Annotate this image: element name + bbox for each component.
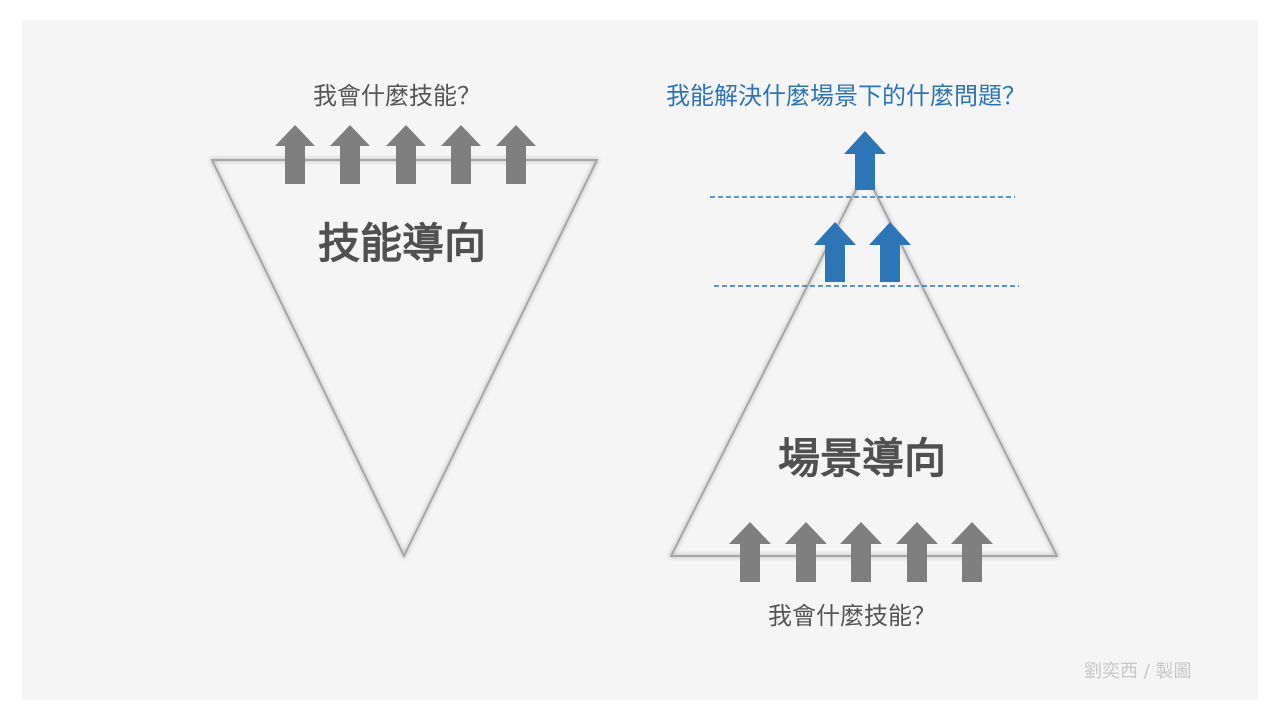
- up-arrow-icon: [275, 125, 315, 184]
- up-arrow-icon: [844, 131, 886, 190]
- scenario-middle-arrows-group: [814, 222, 911, 282]
- up-arrow-icon: [785, 522, 827, 582]
- up-arrow-icon: [814, 222, 856, 282]
- author-credit: 劉奕西 / 製圖: [1084, 661, 1192, 682]
- up-arrow-icon: [896, 522, 938, 582]
- up-arrow-icon: [869, 222, 911, 282]
- skill-arrows-group: [275, 125, 536, 184]
- right-question-text: 我能解決什麼場景下的什麼問題？: [666, 82, 1026, 110]
- left-question-text: 我會什麼技能？: [313, 82, 481, 110]
- up-arrow-icon: [840, 522, 882, 582]
- up-arrow-icon: [496, 125, 536, 184]
- up-arrow-icon: [441, 125, 481, 184]
- up-arrow-icon: [729, 522, 771, 582]
- scenario-base-arrows-group: [729, 522, 993, 582]
- skill-oriented-title: 技能導向: [318, 219, 487, 268]
- scenario-pyramid-triangle: [669, 169, 1059, 557]
- up-arrow-icon: [386, 125, 426, 184]
- up-arrow-icon: [330, 125, 370, 184]
- slide-background: [22, 20, 1258, 700]
- scenario-oriented-title: 場景導向: [778, 434, 947, 483]
- bottom-question-text: 我會什麼技能？: [768, 602, 936, 630]
- scenario-top-arrow-group: [844, 131, 886, 190]
- up-arrow-icon: [951, 522, 993, 582]
